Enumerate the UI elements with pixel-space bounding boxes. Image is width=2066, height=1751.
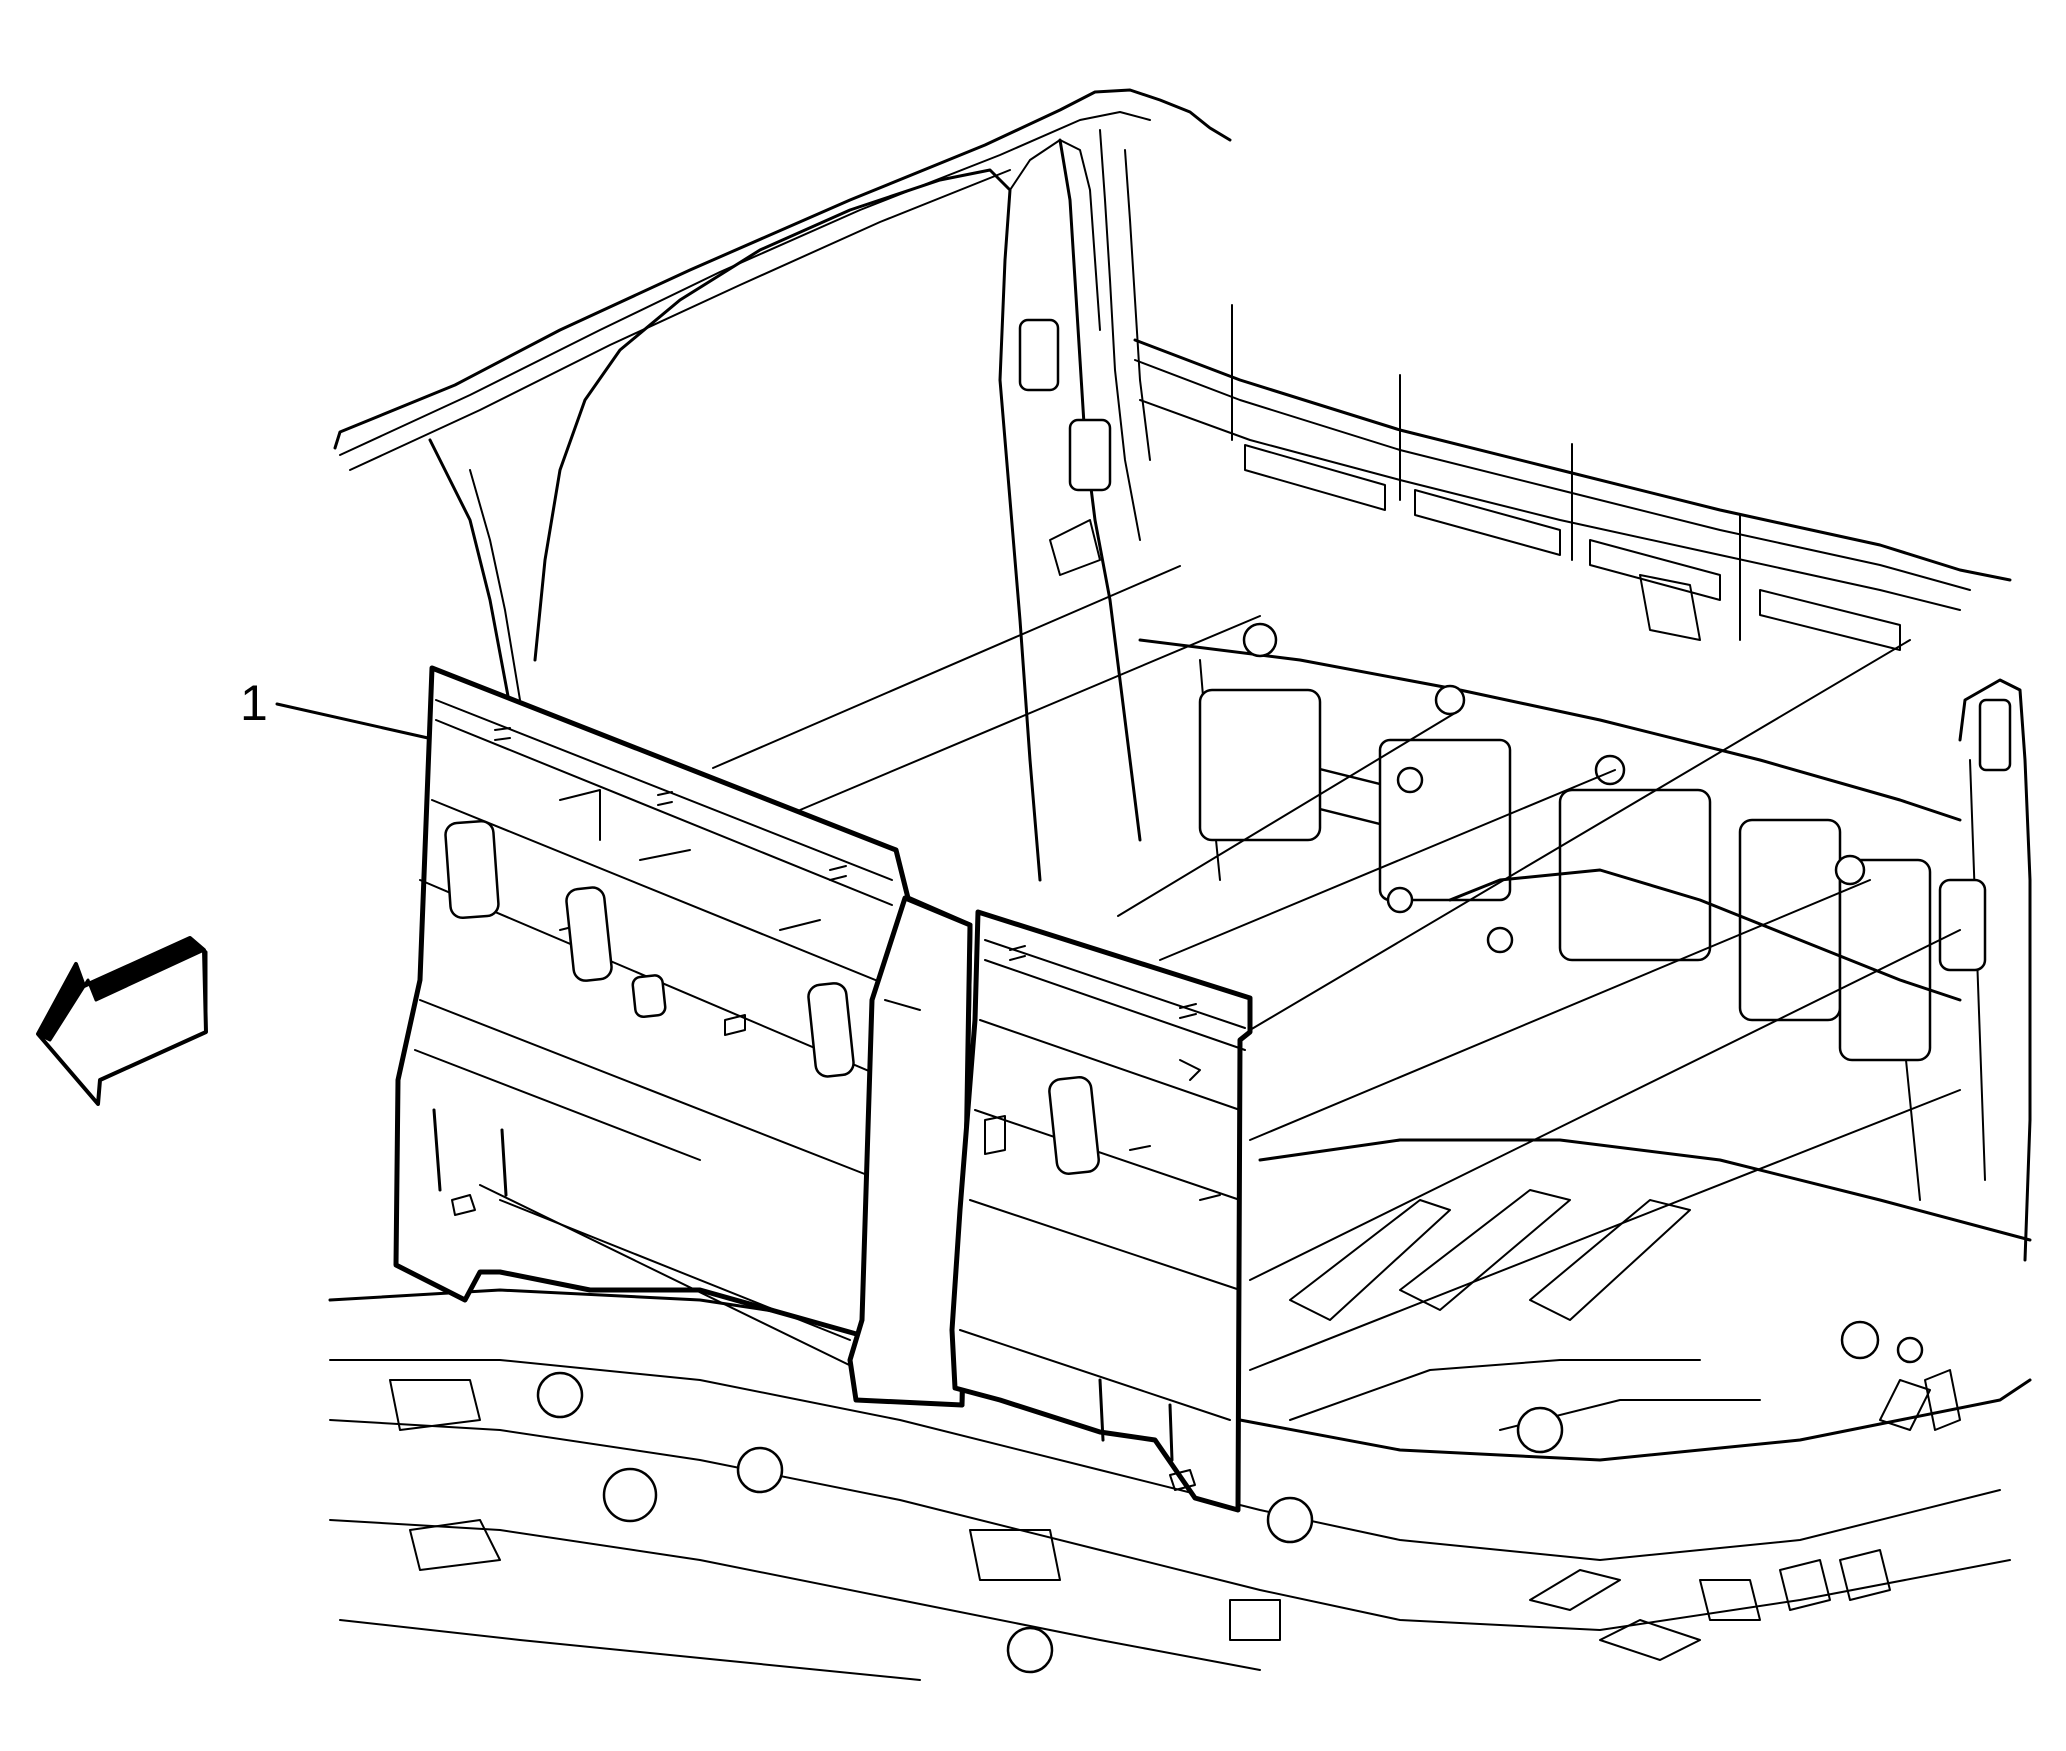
- body-structure: [328, 88, 2032, 1681]
- callout-1-label: 1: [240, 675, 268, 731]
- callout-1: 1: [240, 675, 430, 740]
- installation-guide-lines: [712, 565, 1961, 1371]
- seat-back-panel-center: [847, 895, 973, 1408]
- seat-back-panel-right: [949, 909, 1253, 1513]
- front-of-vehicle-arrow-icon: [36, 936, 208, 1106]
- seat-back-panel-left: [393, 665, 973, 1408]
